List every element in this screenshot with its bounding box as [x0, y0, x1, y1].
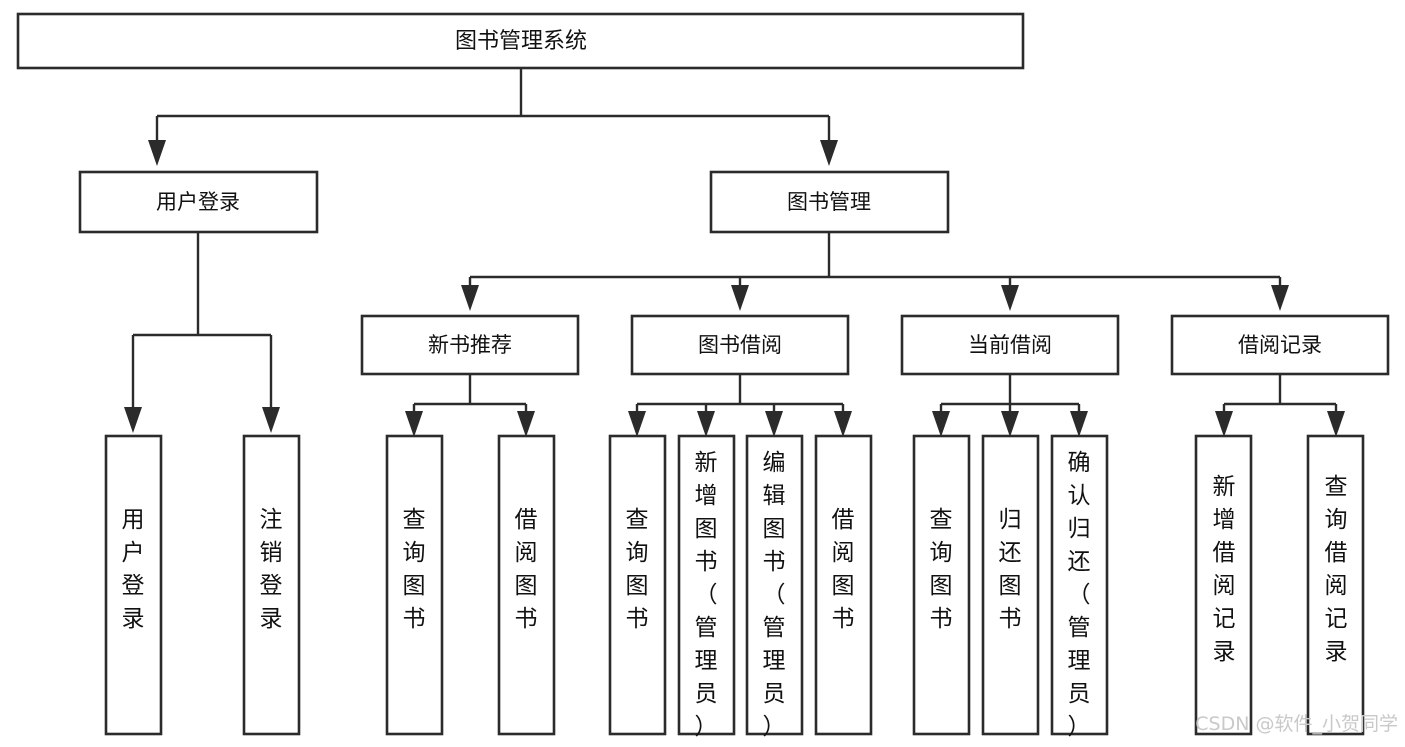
leaf-query-book-1[interactable]: 查询图书 — [385, 434, 444, 736]
arrow-current-borrow-leaf-0 — [932, 411, 950, 437]
leaf-query-book-2-label: 查询图书 — [626, 507, 649, 632]
new-book-recommend-label: 新书推荐 — [428, 333, 512, 357]
arrow-book-borrow-leaf-3 — [834, 411, 852, 437]
leaf-borrow-book-2-label: 借阅图书 — [832, 507, 855, 632]
leaf-confirm-return-label: 确认归还（管理员） — [1068, 450, 1091, 740]
leaf-query-book-3-label: 查询图书 — [930, 507, 953, 632]
borrow-record-label: 借阅记录 — [1238, 333, 1322, 357]
node-new-book-recommend[interactable]: 新书推荐 — [360, 314, 580, 376]
arrow-new-book-leaf-1 — [517, 411, 535, 437]
arrow-borrow-record-leaf-0 — [1215, 411, 1233, 437]
arrow-to-current-borrow — [1001, 285, 1019, 311]
arrow-current-borrow-leaf-1 — [1001, 411, 1019, 437]
leaf-borrow-book-2-box[interactable] — [814, 434, 873, 736]
leaf-confirm-return[interactable]: 确认归还（管理员） — [1050, 434, 1109, 740]
arrow-book-borrow-leaf-1 — [697, 411, 715, 437]
arrow-to-new-book — [461, 285, 479, 311]
book-borrow-box[interactable] — [630, 314, 850, 376]
leaf-borrow-book-1-box[interactable] — [497, 434, 556, 736]
leaf-edit-book[interactable]: 编辑图书（管理员） — [745, 434, 804, 740]
leaf-borrow-book-2[interactable]: 借阅图书 — [814, 434, 873, 736]
new-book-recommend-box[interactable] — [360, 314, 580, 376]
leaf-user-login-box[interactable] — [104, 434, 163, 736]
arrow-user-login-leaf-1 — [262, 407, 280, 433]
root-label: 图书管理系统 — [455, 29, 587, 54]
node-book-borrow[interactable]: 图书借阅 — [630, 314, 850, 376]
leaf-add-record[interactable]: 新增借阅记录 — [1194, 434, 1253, 736]
leaf-add-record-box[interactable] — [1194, 434, 1253, 736]
leaf-add-record-label: 新增借阅记录 — [1213, 474, 1236, 665]
leaf-query-book-1-label: 查询图书 — [403, 507, 426, 632]
arrow-borrow-record-leaf-1 — [1327, 411, 1345, 437]
arrow-to-book-management — [820, 140, 838, 166]
leaf-user-logout-box[interactable] — [242, 434, 301, 736]
leaf-edit-book-label: 编辑图书（管理员） — [763, 450, 786, 740]
leaf-add-book[interactable]: 新增图书（管理员） — [677, 434, 736, 740]
leaf-query-record[interactable]: 查询借阅记录 — [1306, 434, 1365, 736]
leaf-query-book-2-box[interactable] — [608, 434, 667, 736]
borrow-record-box[interactable] — [1170, 314, 1390, 376]
node-user-login[interactable]: 用户登录 — [78, 170, 319, 234]
leaf-edit-book-box[interactable] — [745, 434, 804, 736]
leaf-return-book-box[interactable] — [981, 434, 1040, 736]
leaf-borrow-book-1-label: 借阅图书 — [515, 507, 538, 632]
leaf-return-book[interactable]: 归还图书 — [981, 434, 1040, 736]
leaf-query-record-label: 查询借阅记录 — [1325, 474, 1348, 665]
arrow-to-borrow-record — [1271, 285, 1289, 311]
root-box[interactable] — [16, 12, 1025, 70]
leaf-user-login[interactable]: 用户登录 — [104, 434, 163, 736]
leaf-query-book-1-box[interactable] — [385, 434, 444, 736]
arrow-new-book-leaf-0 — [405, 411, 423, 437]
node-current-borrow[interactable]: 当前借阅 — [900, 314, 1120, 376]
arrow-user-login-leaf-0 — [124, 407, 142, 433]
leaf-confirm-return-box[interactable] — [1050, 434, 1109, 736]
leaf-query-book-2[interactable]: 查询图书 — [608, 434, 667, 736]
leaf-user-logout[interactable]: 注销登录 — [242, 434, 301, 736]
current-borrow-label: 当前借阅 — [968, 333, 1052, 357]
leaf-query-record-box[interactable] — [1306, 434, 1365, 736]
arrow-current-borrow-leaf-2 — [1070, 411, 1088, 437]
node-root[interactable]: 图书管理系统 — [16, 12, 1025, 70]
csdn-watermark: CSDN @软件_小贺同学 — [1195, 713, 1398, 735]
current-borrow-box[interactable] — [900, 314, 1120, 376]
book-management-label: 图书管理 — [787, 190, 871, 214]
arrow-book-borrow-leaf-0 — [628, 411, 646, 437]
leaf-add-book-label: 新增图书（管理员） — [695, 450, 718, 740]
arrow-book-borrow-leaf-2 — [765, 411, 783, 437]
node-borrow-record[interactable]: 借阅记录 — [1170, 314, 1390, 376]
node-book-management[interactable]: 图书管理 — [709, 170, 950, 234]
leaf-add-book-box[interactable] — [677, 434, 736, 736]
leaf-return-book-label: 归还图书 — [999, 507, 1022, 632]
leaf-borrow-book-1[interactable]: 借阅图书 — [497, 434, 556, 736]
arrow-to-user-login — [148, 140, 166, 166]
leaf-user-logout-label: 注销登录 — [260, 507, 283, 632]
book-management-box[interactable] — [709, 170, 950, 234]
arrow-to-book-borrow — [731, 285, 749, 311]
leaf-query-book-3[interactable]: 查询图书 — [912, 434, 971, 736]
book-borrow-label: 图书借阅 — [698, 333, 782, 357]
leaf-query-book-3-box[interactable] — [912, 434, 971, 736]
user-login-label: 用户登录 — [156, 190, 240, 214]
leaf-user-login-label: 用户登录 — [122, 507, 145, 632]
